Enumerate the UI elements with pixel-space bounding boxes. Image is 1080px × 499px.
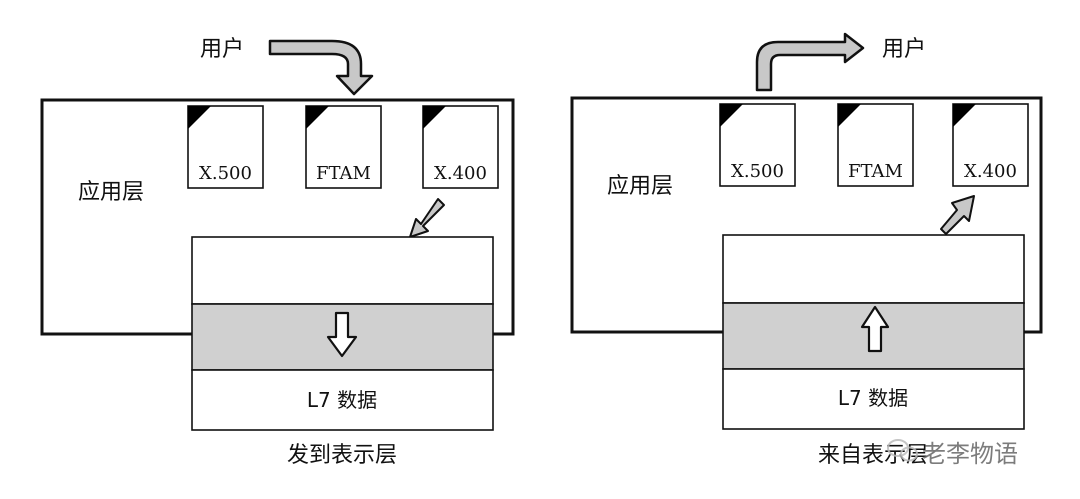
watermark-text: 老李物语 bbox=[922, 440, 1018, 468]
right-app-card-ftam: FTAM bbox=[837, 103, 914, 187]
right-app-label-x400: X.400 bbox=[964, 161, 1017, 182]
right-app-label-ftam: FTAM bbox=[848, 161, 903, 182]
left-app-card-ftam: FTAM bbox=[305, 105, 382, 189]
left-app-label-x500: X.500 bbox=[199, 163, 252, 184]
right-diagonal-up-arrow bbox=[940, 195, 975, 235]
wechat-icon bbox=[887, 439, 918, 462]
left-app-label-x400: X.400 bbox=[434, 163, 487, 184]
left-diagonal-down-arrow bbox=[409, 198, 445, 238]
right-app-card-x500: X.500 bbox=[719, 103, 796, 187]
left-user-inbound-arrow bbox=[268, 39, 374, 96]
left-l7-data-label: L7 数据 bbox=[307, 388, 377, 412]
right-caption: 来自表示层 bbox=[818, 443, 928, 468]
left-app-card-x500: X.500 bbox=[187, 105, 264, 189]
left-app-label-ftam: FTAM bbox=[316, 163, 371, 184]
right-application-layer-label: 应用层 bbox=[607, 174, 673, 199]
left-caption: 发到表示层 bbox=[287, 443, 397, 468]
left-panel: 应用层 用户 X.500 FTAM X.400 L7 数据 bbox=[40, 37, 515, 468]
right-panel: 应用层 用户 X.500 FTAM X.400 L7 数据 bbox=[570, 32, 1043, 468]
right-app-label-x500: X.500 bbox=[731, 161, 784, 182]
watermark: 老李物语 bbox=[887, 439, 1018, 468]
right-vertical-up-arrow bbox=[860, 305, 890, 353]
left-app-card-x400: X.400 bbox=[422, 105, 499, 189]
right-user-label: 用户 bbox=[882, 37, 926, 62]
left-application-layer-label: 应用层 bbox=[78, 180, 144, 205]
left-vertical-down-arrow bbox=[326, 311, 358, 358]
right-app-card-x400: X.400 bbox=[952, 103, 1029, 187]
left-user-label: 用户 bbox=[200, 37, 244, 62]
right-user-outbound-arrow bbox=[755, 32, 865, 92]
right-l7-data-label: L7 数据 bbox=[838, 386, 908, 410]
